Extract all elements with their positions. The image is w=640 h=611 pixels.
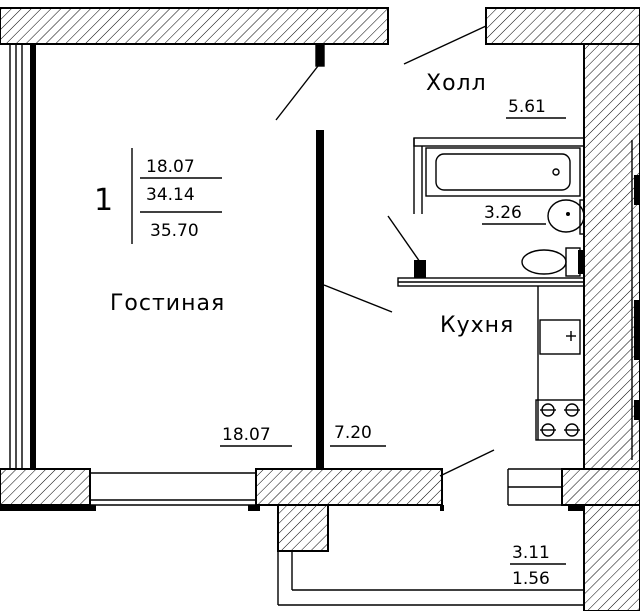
partition-living-kitchen (316, 130, 324, 469)
window-left (9, 44, 36, 469)
kitchen-sink-icon (539, 319, 581, 355)
living-area-value: 18.07 (146, 157, 195, 177)
door-balcony (439, 449, 495, 477)
wall-top-left (0, 7, 389, 45)
total-area-value: 35.70 (150, 221, 199, 241)
rooms-count: 1 (94, 183, 113, 218)
toilet-icon (521, 249, 567, 275)
window-right (631, 140, 640, 460)
kitchen-area: 7.20 (334, 423, 372, 443)
window-kitchen (440, 468, 584, 511)
bathtub (425, 147, 581, 197)
wall-bottom-right (561, 468, 640, 506)
bathroom-fixtures (425, 147, 585, 277)
kitchen-fixtures (535, 286, 585, 441)
balcony-area-reduced: 1.56 (512, 569, 550, 589)
stove-icon (535, 399, 585, 441)
window-bottom (0, 472, 260, 511)
sink-icon (547, 199, 585, 233)
door-bathroom (387, 215, 421, 263)
room-labels: Холл 5.61 3.26 Гостиная 18.07 Кухня 7.20… (110, 71, 566, 589)
apartment-summary: 1 18.07 34.14 35.70 (94, 148, 222, 244)
balcony-area: 3.11 (512, 543, 550, 563)
balcony (277, 505, 584, 606)
door-living (275, 65, 319, 121)
wall-balcony-right (583, 504, 640, 611)
door-kitchen (323, 284, 393, 313)
wall-top-right (485, 7, 640, 45)
total-area-no-balcony-value: 34.14 (146, 185, 195, 205)
wall-bottom-left (0, 468, 91, 506)
living-name: Гостиная (110, 291, 225, 316)
wall-balcony-left (277, 504, 329, 552)
doors (275, 25, 495, 477)
hall-name: Холл (426, 71, 487, 96)
door-entrance (403, 25, 487, 65)
wall-bottom-center (255, 468, 443, 506)
hall-area: 5.61 (508, 97, 546, 117)
bathroom-area: 3.26 (484, 203, 522, 223)
partitions (315, 43, 585, 469)
living-area: 18.07 (222, 425, 271, 445)
kitchen-name: Кухня (440, 313, 514, 338)
